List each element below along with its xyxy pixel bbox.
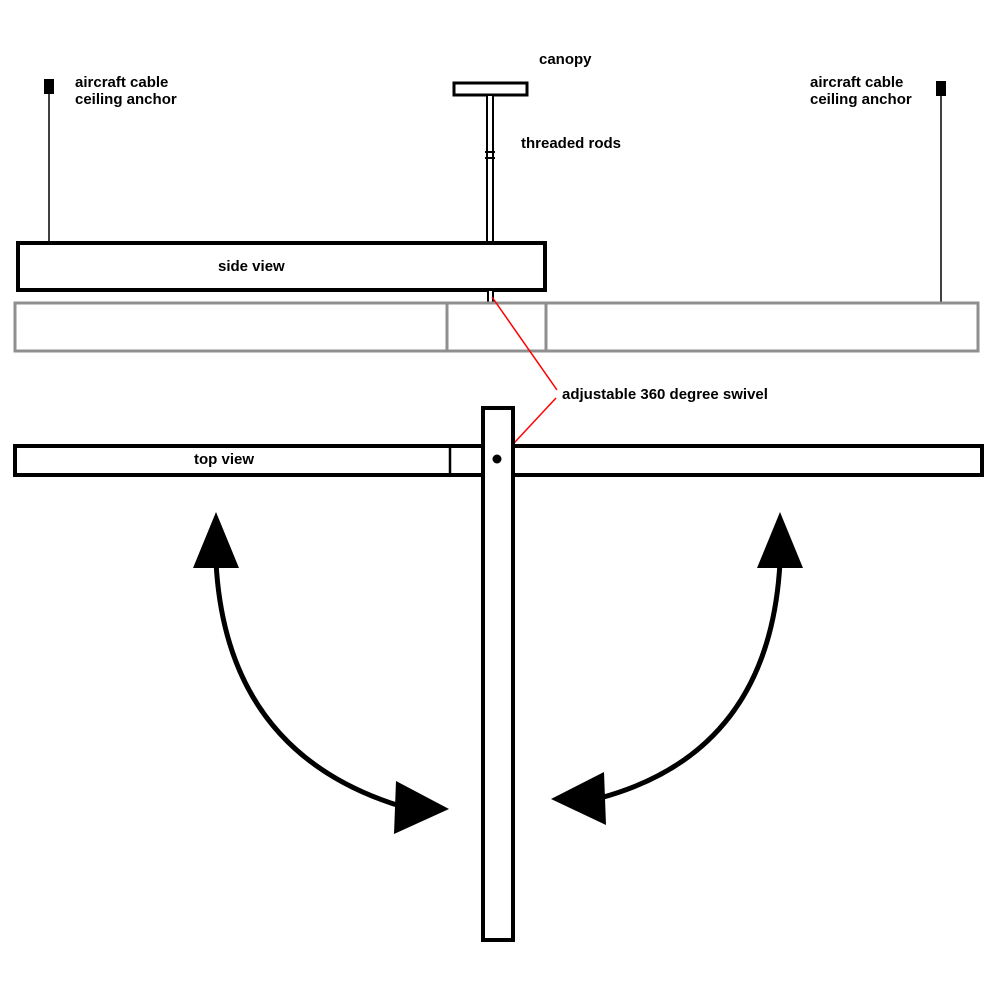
label-swivel: adjustable 360 degree swivel xyxy=(562,386,768,403)
label-anchor-right-line1: aircraft cable xyxy=(810,74,904,91)
label-canopy: canopy xyxy=(539,51,592,68)
canopy-shape xyxy=(452,81,529,97)
label-anchor-left-line1: aircraft cable xyxy=(75,74,169,91)
arrowhead-right-up xyxy=(757,512,803,568)
arrowhead-left-up xyxy=(193,512,239,568)
side-view-fixture-bar xyxy=(16,241,547,292)
ceiling-anchor-right xyxy=(936,81,946,96)
swivel-dot xyxy=(492,454,502,464)
rotation-arrow-right xyxy=(551,512,803,825)
pointer-line-side-view xyxy=(491,296,558,391)
label-anchor-right-line2: ceiling anchor xyxy=(810,91,912,108)
label-top-view: top view xyxy=(194,451,255,468)
ceiling-anchor-left xyxy=(44,79,54,94)
label-anchor-right: aircraft cable ceiling anchor xyxy=(810,74,912,108)
arrowhead-left-inner xyxy=(394,781,449,834)
top-view-cross-bar xyxy=(481,406,515,942)
label-anchor-left: aircraft cable ceiling anchor xyxy=(75,74,177,108)
label-side-view: side view xyxy=(218,258,285,275)
arrowhead-right-inner xyxy=(551,772,606,825)
label-threaded-rods: threaded rods xyxy=(521,135,622,152)
rotation-arrow-left xyxy=(193,512,449,834)
rotation-arc-right xyxy=(599,561,783,801)
rod-stub xyxy=(487,289,494,304)
threaded-rod xyxy=(486,94,494,244)
rotation-arc-left xyxy=(213,561,401,809)
label-anchor-left-line2: ceiling anchor xyxy=(75,91,177,108)
gray-cross-bar xyxy=(13,301,980,353)
